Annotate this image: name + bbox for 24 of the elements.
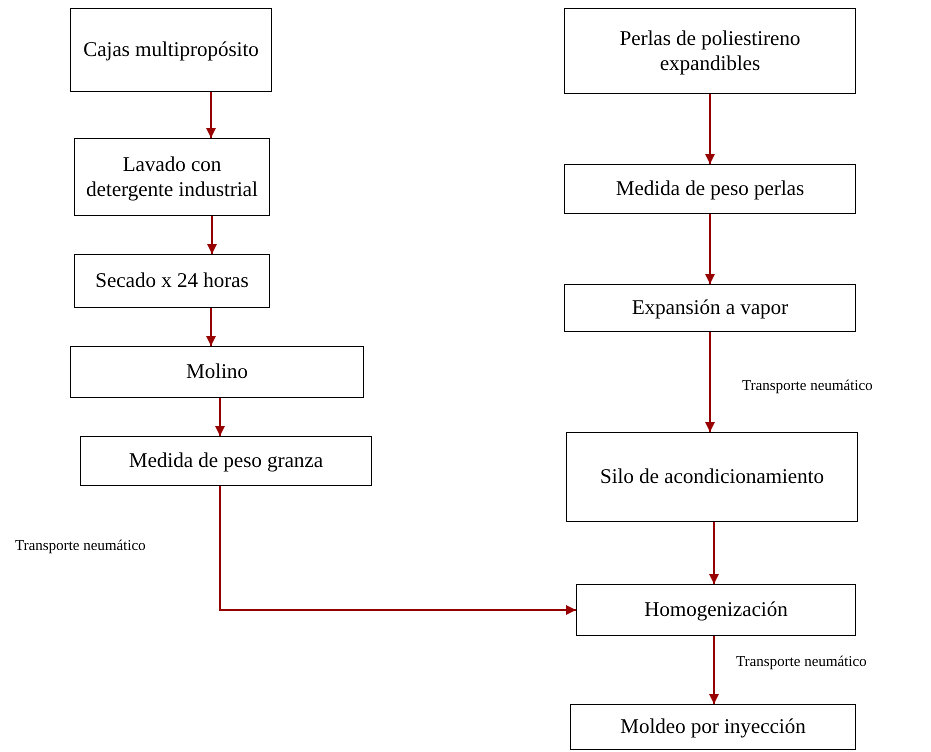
process-box: Lavado con detergente industrial [74, 138, 270, 216]
arrow [206, 308, 216, 346]
arrow [215, 398, 225, 436]
edge-label: Transporte neumático [742, 378, 873, 395]
process-box: Molino [70, 346, 364, 398]
process-box: Homogenización [576, 584, 856, 636]
process-box: Medida de peso granza [80, 436, 372, 486]
process-box: Silo de acondicionamiento [566, 432, 858, 522]
process-box: Secado x 24 horas [74, 254, 270, 308]
process-box: Expansión a vapor [564, 284, 856, 332]
arrow [709, 636, 719, 704]
edge-label: Transporte neumático [15, 538, 146, 555]
arrow [705, 332, 715, 432]
arrow [705, 214, 715, 284]
arrow [206, 92, 216, 138]
process-box: Moldeo por inyección [570, 704, 856, 750]
arrow [709, 522, 719, 584]
arrow [705, 94, 715, 164]
process-box: Cajas multipropósito [70, 8, 272, 92]
process-box: Medida de peso perlas [564, 164, 856, 214]
arrow [219, 486, 576, 615]
process-box: Perlas de poliestireno expandibles [564, 8, 856, 94]
arrow [207, 216, 217, 254]
edge-label: Transporte neumático [736, 654, 867, 671]
